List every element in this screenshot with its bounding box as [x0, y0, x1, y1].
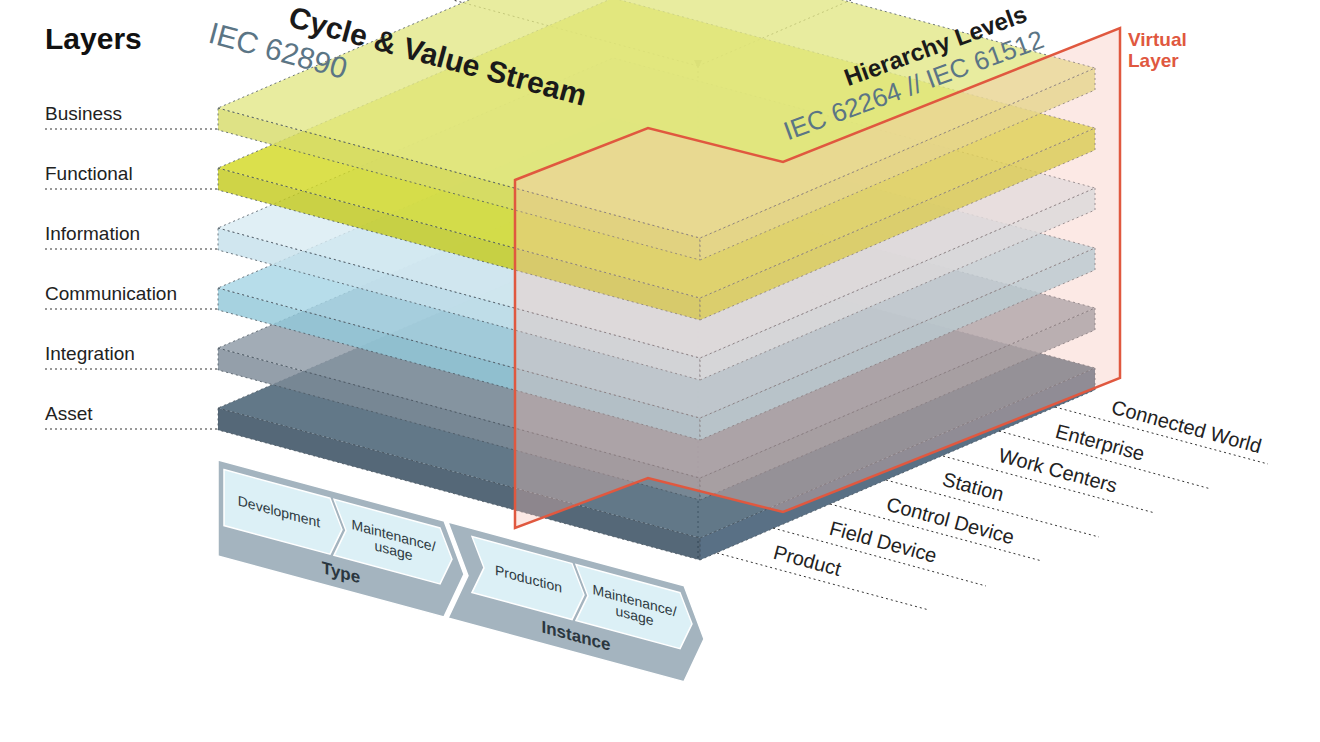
layer-name: Functional	[45, 163, 133, 185]
layer-name: Asset	[45, 403, 93, 425]
leader-line	[45, 429, 218, 430]
chevron-shape	[218, 460, 464, 622]
layer-name: Communication	[45, 283, 177, 305]
leader-line	[45, 189, 218, 190]
virtual-layer-label: Virtual Layer	[1128, 30, 1208, 72]
chevron-shape	[576, 565, 692, 652]
leader-line	[45, 249, 218, 250]
chevron-shape	[472, 537, 584, 623]
hierarchy-level: Product	[771, 541, 844, 581]
leader-line	[45, 309, 218, 310]
layer-name: Information	[45, 223, 140, 245]
virtual-layer-plane	[515, 28, 1120, 528]
layer-name: Integration	[45, 343, 135, 365]
chevron-shape	[224, 470, 342, 558]
hierarchy-level: Enterprise	[1053, 420, 1147, 466]
chevron-shape	[448, 522, 704, 687]
leader-line	[45, 129, 218, 130]
chevron-shape	[334, 499, 452, 587]
leader-line	[45, 369, 218, 370]
layer-name: Business	[45, 103, 122, 125]
hierarchy-level: Station	[940, 468, 1006, 506]
layers-heading: Layers	[45, 22, 142, 57]
layer-leaders	[45, 129, 218, 429]
